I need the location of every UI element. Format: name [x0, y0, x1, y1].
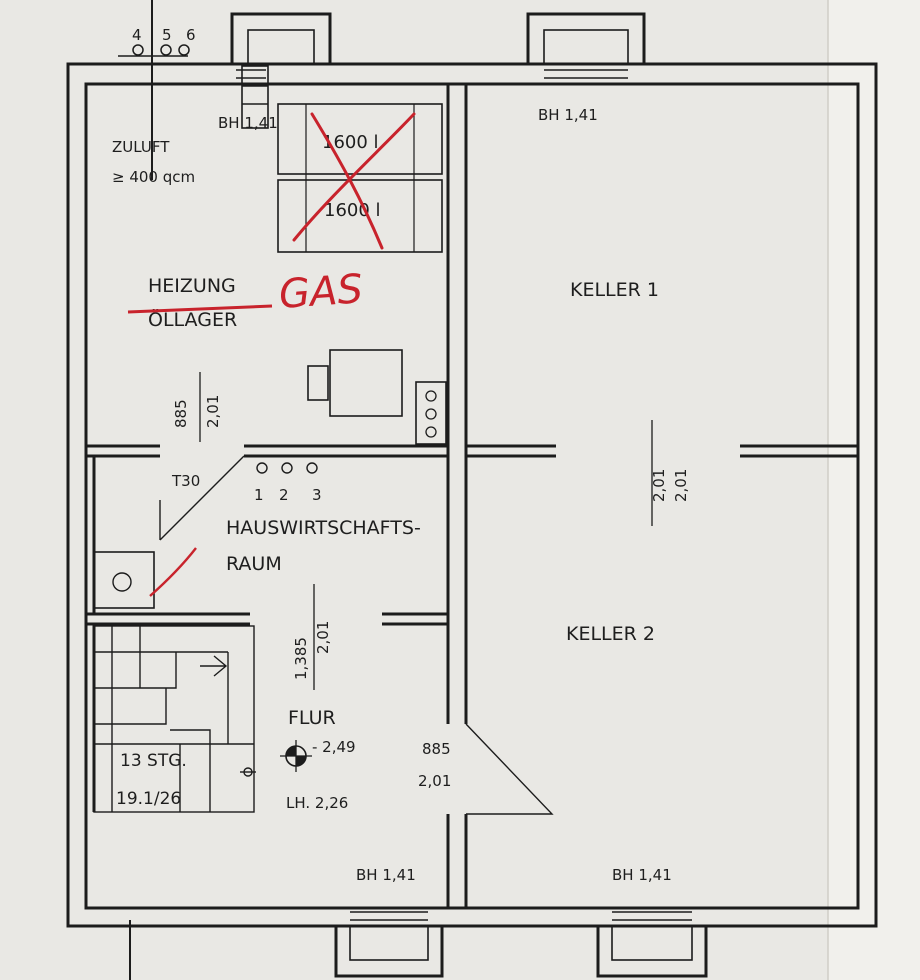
tank-bottom-volume: 1600 l: [324, 200, 381, 221]
door-keller-width: 2,01: [650, 469, 668, 502]
room-label-hauswirtschaft-2: RAUM: [226, 553, 282, 575]
tank-top-volume: 1600 l: [322, 132, 379, 153]
fire-door-rating: T30: [171, 472, 200, 490]
door-swings: [159, 455, 554, 815]
paper-edge: [828, 0, 920, 980]
window-well-top-left: [230, 12, 332, 66]
door-hauswirtschaft-width: 1,385: [292, 637, 310, 680]
sill-height-bottom-right: BH 1,41: [612, 866, 672, 884]
room-label-heizung: HEIZUNG: [148, 275, 236, 297]
room-height: LH. 2,26: [286, 794, 348, 812]
door-flur-height: 2,01: [418, 772, 451, 790]
door-hauswirtschaft-height: 2,01: [314, 621, 332, 654]
room-label-oellager: ÖLLAGER: [148, 308, 237, 331]
pipe-shaft: [241, 65, 269, 129]
air-supply-label: ZULUFT: [112, 138, 170, 156]
door-heizung-height: 2,01: [204, 395, 222, 428]
sill-height-top-left: BH 1,41: [218, 114, 278, 132]
red-cross-out-mark: [292, 112, 416, 250]
door-heizung-width: 885: [172, 399, 190, 428]
meters: [256, 462, 318, 474]
sill-height-bottom-left: BH 1,41: [356, 866, 416, 884]
meter-number-3: 3: [312, 486, 322, 504]
window-well-bottom-right: [596, 924, 708, 978]
window-well-top-right: [526, 12, 646, 66]
dimension-lines: [199, 372, 653, 690]
supply-number-5: 5: [162, 26, 172, 44]
room-label-hauswirtschaft: HAUSWIRTSCHAFTS-: [226, 517, 421, 539]
window-well-bottom-left: [334, 924, 444, 978]
floor-drain-box: [93, 551, 155, 609]
meter-number-2: 2: [279, 486, 289, 504]
interior-walls: [86, 84, 858, 908]
sill-height-top-right: BH 1,41: [538, 106, 598, 124]
room-label-keller-1: KELLER 1: [570, 279, 659, 301]
door-keller-height: 2,01: [672, 469, 690, 502]
supply-number-6: 6: [186, 26, 196, 44]
floor-level: - 2,49: [312, 738, 356, 756]
meter-number-1: 1: [254, 486, 264, 504]
outer-walls: [66, 62, 878, 928]
door-flur-width: 885: [422, 740, 451, 758]
red-correction-stroke: [149, 547, 197, 597]
supply-connections: [132, 44, 190, 56]
boiler: [307, 349, 447, 445]
red-strike-oellager: [127, 304, 273, 314]
stairs-ratio: 19.1/26: [116, 789, 181, 809]
level-marker-icon: [280, 740, 312, 772]
oil-tanks: [277, 103, 443, 253]
room-label-flur: FLUR: [288, 707, 336, 729]
supply-number-4: 4: [132, 26, 142, 44]
handwritten-gas: GAS: [277, 266, 364, 318]
stairs-count: 13 STG.: [120, 751, 187, 771]
windows: [236, 69, 692, 921]
staircase: [93, 625, 256, 813]
room-label-keller-2: KELLER 2: [566, 623, 655, 645]
air-supply-area: ≥ 400 qcm: [112, 168, 195, 186]
